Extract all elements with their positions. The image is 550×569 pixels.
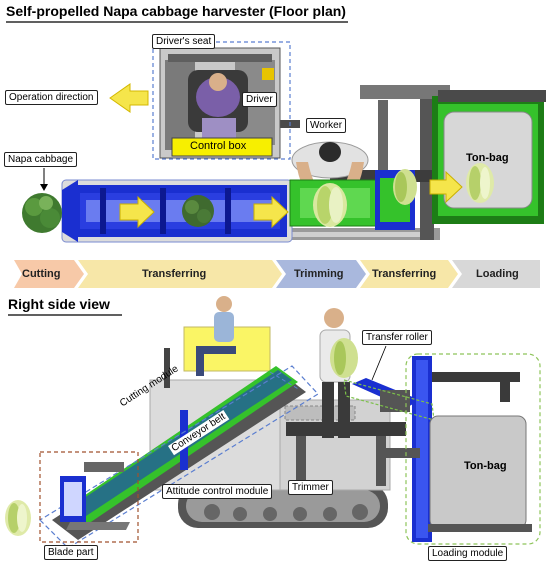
transfer-roller-leader	[371, 345, 387, 381]
control-box-label: Control box	[190, 140, 247, 152]
operation-direction-arrow	[109, 83, 149, 113]
ton-bag-floor-label: Ton-bag	[466, 152, 509, 164]
worker-label: Worker	[306, 118, 347, 133]
cutting-conveyor	[61, 179, 293, 243]
attitude-control-module-label: Attitude control module	[162, 484, 273, 499]
loading-green-bag	[432, 90, 546, 224]
stage-transferring-2: Transferring	[372, 268, 437, 280]
stage-cutting: Cutting	[22, 268, 61, 280]
cutting-module-outline	[39, 365, 319, 549]
flow-arrows	[119, 170, 463, 229]
transfer-roller-label: Transfer roller	[362, 330, 432, 345]
trimmer-label: Trimmer	[288, 480, 333, 495]
side-ton-bag	[429, 415, 527, 529]
loading-module-outline	[405, 353, 541, 545]
floor-plan-title: Self-propelled Napa cabbage harvester (F…	[6, 3, 346, 19]
side-cabbage-icon	[5, 500, 31, 536]
side-worker-figure	[319, 308, 358, 438]
control-box	[171, 137, 273, 157]
loading-module-label: Loading module	[428, 546, 508, 561]
blade-part-label: Blade part	[44, 545, 98, 560]
process-stage-bar	[14, 260, 540, 288]
side-ton-bag-base	[428, 524, 532, 532]
operation-direction-label: Operation direction	[5, 90, 98, 105]
driver-label: Driver	[242, 92, 277, 107]
napa-cabbage-label: Napa cabbage	[4, 152, 78, 167]
transfer-roller-assembly	[352, 356, 520, 542]
cabbage-icons	[22, 163, 494, 233]
drivers-seat-label: Driver's seat	[152, 34, 216, 49]
driver-figure	[188, 70, 248, 138]
stage-transferring-1: Transferring	[142, 268, 207, 280]
side-view-title: Right side view	[8, 296, 110, 312]
blade-part-outline	[39, 451, 139, 543]
drivers-seat-outline	[152, 41, 291, 160]
seat-leader	[269, 371, 301, 391]
stage-trimming: Trimming	[294, 268, 344, 280]
ton-bag-side-label: Ton-bag	[464, 460, 507, 472]
cabbage-pointer-head	[40, 184, 48, 191]
stage-loading: Loading	[476, 268, 519, 280]
side-driver-figure	[164, 296, 236, 388]
blade-assembly	[60, 462, 130, 530]
